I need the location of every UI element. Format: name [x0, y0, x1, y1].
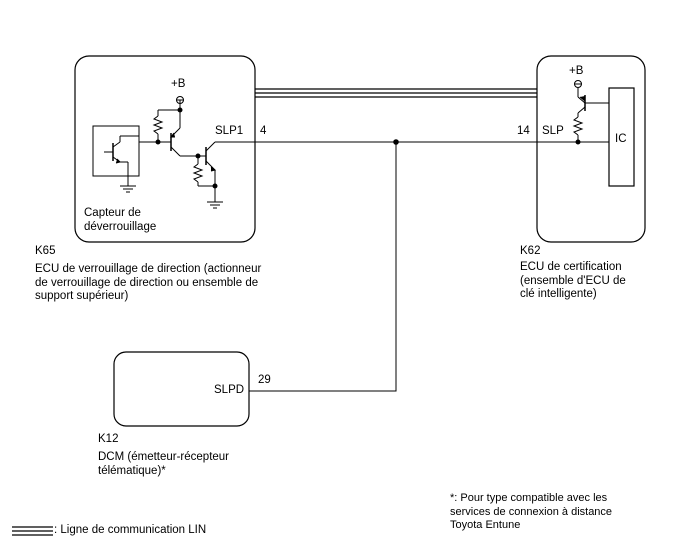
transistor-q1	[163, 126, 198, 157]
k62-power-label: +B	[569, 65, 584, 77]
k65-ground-icon	[207, 201, 223, 209]
ic-label: IC	[615, 133, 627, 145]
unlock-sensor-box	[92, 125, 140, 177]
pullup-resistor-icon	[152, 110, 164, 142]
k12-terminal-pin: 29	[258, 374, 271, 386]
slpd-wire	[249, 142, 397, 392]
sensor-ground-icon	[120, 185, 136, 193]
k12-box	[113, 351, 250, 427]
k65-power-label: +B	[171, 78, 186, 90]
k62-transistor	[579, 96, 586, 103]
k65-terminal-pin: 4	[260, 125, 267, 137]
k62-connector-id: K62	[520, 245, 541, 257]
k65-connector-id: K65	[35, 245, 56, 257]
k65-terminal-name: SLP1	[215, 125, 244, 137]
k12-description: DCM (émetteur-récepteur télématique)*	[98, 451, 230, 477]
k62-box	[536, 55, 646, 243]
k12-connector-id: K12	[98, 433, 119, 445]
k62-terminal-pin: 14	[517, 125, 530, 137]
legend-line-icon	[12, 526, 53, 536]
ic-box	[608, 87, 635, 187]
k62-description: ECU de certification (ensemble d'ECU de …	[520, 261, 626, 300]
junction-dot	[393, 139, 399, 145]
pulldown-resistor-icon	[192, 156, 215, 187]
k62-terminal-name: SLP	[542, 125, 564, 137]
lin-communication-line	[255, 88, 537, 98]
k12-terminal-name: SLPD	[214, 384, 245, 396]
transistor-q2	[198, 141, 217, 202]
k65-box	[74, 55, 256, 243]
k65-description: ECU de verrouillage de direction (action…	[35, 263, 262, 302]
sensor-transistor	[104, 135, 139, 186]
k62-resistor-icon	[572, 113, 584, 142]
unlock-sensor-label: Capteur de déverrouillage	[84, 207, 157, 233]
legend-label: : Ligne de communication LIN	[54, 524, 207, 536]
footnote: *: Pour type compatible avec les service…	[450, 492, 613, 531]
